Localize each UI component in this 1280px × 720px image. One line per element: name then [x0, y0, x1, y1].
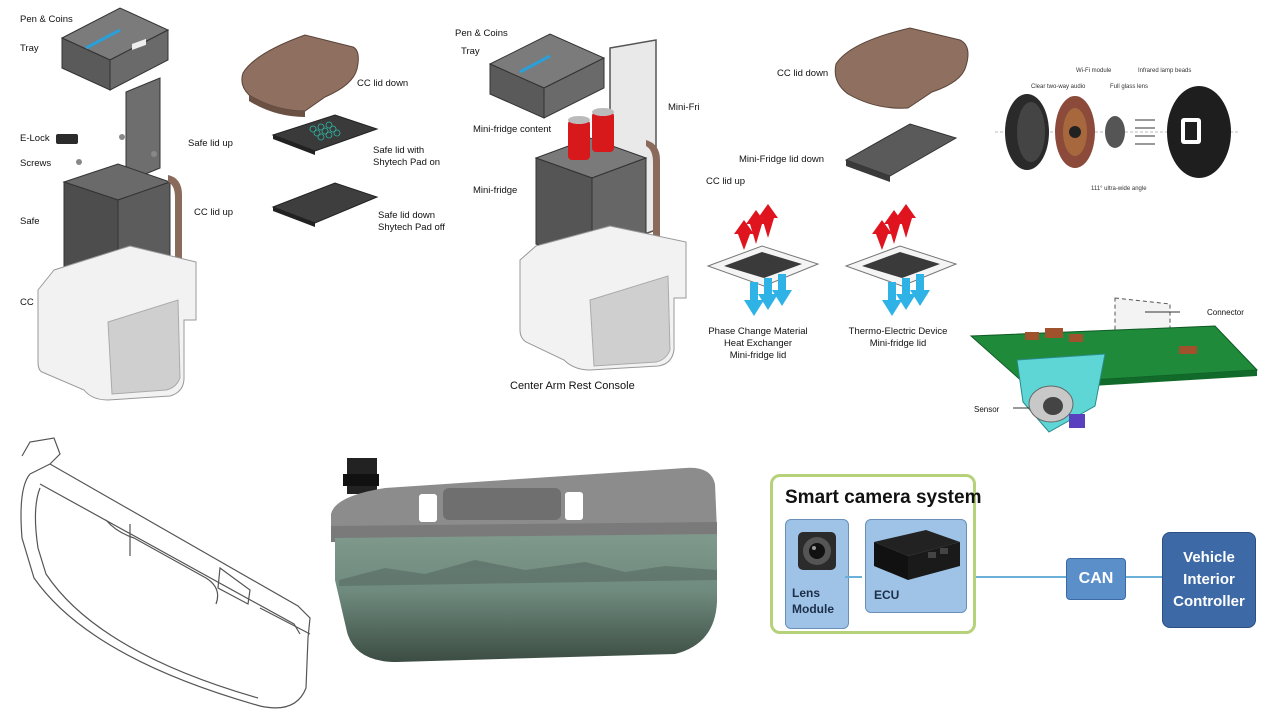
label-cc-lid-up: CC lid up — [194, 207, 234, 218]
lid-variants-illustration — [241, 34, 379, 227]
label-safe: Safe — [20, 216, 40, 227]
fridge-console-diagram: Pen & Coins Tray Mini-fridge content Min… — [450, 20, 700, 400]
label-fridge-lid-up: Mini-Fridge lid up — [668, 102, 700, 113]
label-pcm-1: Phase Change Material — [708, 326, 808, 337]
vehicle-interior-controller-box: Vehicle Interior Controller — [1162, 532, 1256, 628]
label-safe-lid-shytech-on-1: Safe lid with — [373, 145, 425, 156]
can-label: CAN — [1078, 570, 1114, 587]
sensor-board-diagram: Connector Sensor — [965, 290, 1265, 460]
console-safe-illustration — [37, 7, 197, 401]
label-tray: Tray — [20, 43, 39, 54]
label-ted-1: Thermo-Electric Device — [848, 326, 948, 337]
label-fridge-pen-coins: Pen & Coins — [455, 28, 508, 39]
sun-visor-sketch — [10, 428, 325, 716]
label-mini-fridge: Mini-fridge — [473, 185, 518, 196]
label-sensor: Sensor — [974, 405, 1000, 414]
lens-module-box: Lens Module — [785, 519, 849, 629]
label-two-way-audio: Clear two-way audio — [1031, 84, 1086, 90]
lens-module-label-2: Module — [792, 602, 834, 616]
sun-visor-render — [325, 430, 725, 670]
caption-center-arm-rest: Center Arm Rest Console — [510, 380, 635, 392]
fridge-console-illustration — [488, 33, 687, 371]
ecu-box: ECU — [865, 519, 967, 613]
ecu-device-icon — [874, 530, 960, 580]
label-fridge-cc-lid-down: CC lid down — [777, 68, 829, 79]
fridge-lids-illustration — [706, 27, 969, 316]
link-can-vic — [1124, 576, 1162, 578]
label-fridge-lid-down: Mini-Fridge lid down — [739, 154, 825, 165]
label-safe-lid-up: Safe lid up — [188, 138, 233, 149]
label-safe-lid-down-2: Shytech Pad off — [378, 222, 445, 233]
link-frame-can — [976, 576, 1068, 578]
label-cc: CC — [20, 297, 34, 308]
sun-visor-photo — [331, 458, 717, 662]
ecu-label: ECU — [874, 588, 900, 602]
smart-camera-title: Smart camera system — [785, 487, 982, 508]
label-safe-lid-down-1: Safe lid down — [378, 210, 436, 221]
label-infrared-lamp: Infrared lamp beads — [1138, 68, 1192, 74]
fridge-lids-diagram: CC lid down Mini-Fridge lid down CC lid … — [700, 20, 990, 370]
smart-camera-frame: Smart camera system Lens Module ECU — [770, 474, 981, 634]
label-fridge-tray: Tray — [461, 46, 480, 57]
label-screws: Screws — [20, 158, 52, 169]
lid-variants-diagram: CC lid down Safe lid with Shytech Pad on… — [235, 25, 455, 245]
label-ted-2: Mini-fridge lid — [869, 338, 927, 349]
camera-exploded-illustration — [995, 86, 1240, 178]
sun-visor-line-drawing — [20, 437, 311, 709]
camera-lens-icon — [798, 532, 836, 570]
label-e-lock: E-Lock — [20, 133, 50, 144]
label-pcm-3: Mini-fridge lid — [729, 350, 787, 361]
label-glass-lens: Full glass lens — [1110, 84, 1149, 90]
label-pen-coins: Pen & Coins — [20, 14, 73, 25]
label-cc-lid-down: CC lid down — [357, 78, 409, 89]
label-safe-lid-shytech-on-2: Shytech Pad on — [373, 157, 441, 168]
console-safe-diagram: Pen & Coins Tray E-Lock Screws Safe CC S… — [0, 0, 240, 410]
vic-label-3: Controller — [1173, 593, 1245, 610]
link-lens-ecu — [845, 576, 862, 578]
label-pcm-2: Heat Exchanger — [723, 338, 793, 349]
vic-label-1: Vehicle — [1183, 549, 1235, 566]
label-ultra-wide-angle: 111° ultra-wide angle — [1091, 186, 1147, 192]
label-fridge-content: Mini-fridge content — [473, 124, 552, 135]
label-fridge-cc-lid-up: CC lid up — [706, 176, 746, 187]
vic-label-2: Interior — [1183, 571, 1235, 588]
sensor-board-illustration — [969, 297, 1259, 433]
lens-module-label-1: Lens — [792, 586, 821, 600]
label-connector: Connector — [1207, 308, 1244, 317]
camera-exploded-view: Wi-Fi module Clear two-way audio Full gl… — [995, 60, 1240, 200]
can-bus-box: CAN — [1066, 558, 1126, 600]
label-wifi-module: Wi-Fi module — [1076, 68, 1112, 74]
